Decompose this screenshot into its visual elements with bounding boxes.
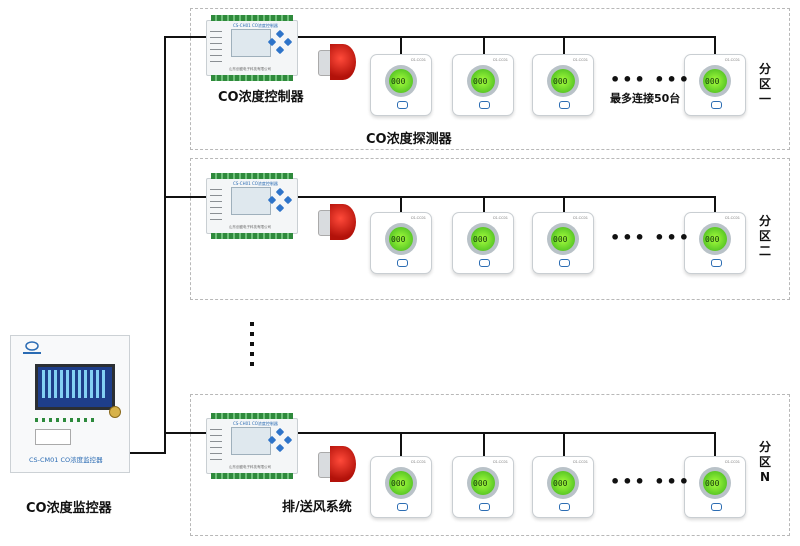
backbone-to-ctrl2 xyxy=(164,196,208,198)
backbone-vertical xyxy=(164,36,166,454)
co-detector: CS-CC01 000 xyxy=(684,212,746,274)
more-detectors-ellipsis: ••• ••• xyxy=(610,228,691,247)
controller-title: CS-CH01 CO浓度控制器 xyxy=(233,421,278,426)
lock-icon xyxy=(109,406,121,418)
alarm-siren-icon xyxy=(318,202,358,242)
backbone-to-ctrl3 xyxy=(164,432,208,434)
zone-1-label: 分区一 xyxy=(758,62,771,106)
zone1-drop xyxy=(400,36,402,54)
monitor-to-backbone xyxy=(130,452,166,454)
co-detector: CS-CC01 000 xyxy=(370,456,432,518)
co-detector: CS-CC01 000 xyxy=(452,456,514,518)
controller-footer: 山东创盛电子科技有限公司 xyxy=(229,67,271,71)
zone1-drop xyxy=(483,36,485,54)
backbone-to-ctrl1 xyxy=(164,36,208,38)
zone2-bus xyxy=(296,196,716,198)
co-detector: CS-CC01 000 xyxy=(532,54,594,116)
zone2-drop xyxy=(483,196,485,212)
zone1-drop xyxy=(714,36,716,54)
co-detector: CS-CC01 000 xyxy=(532,456,594,518)
detector-label: CO浓度探测器 xyxy=(366,132,452,147)
zone2-drop xyxy=(563,196,565,212)
monitor-caption: CS-CM01 CO浓度监控器 xyxy=(29,456,103,464)
zone-n-frame xyxy=(190,394,790,536)
co-detector: CS-CC01 000 xyxy=(684,54,746,116)
zoneN-drop xyxy=(714,432,716,456)
co-detector: CS-CC01 000 xyxy=(370,54,432,116)
controller-title: CS-CH01 CO浓度控制器 xyxy=(233,181,278,186)
printer-slot xyxy=(35,429,71,445)
monitor-label: CO浓度监控器 xyxy=(26,501,112,516)
controller-title: CS-CH01 CO浓度控制器 xyxy=(233,23,278,28)
more-zones-ellipsis xyxy=(250,322,256,372)
more-detectors-ellipsis: ••• ••• xyxy=(610,472,691,491)
co-controller-1: CS-CH01 CO浓度控制器 山东创盛电子科技有限公司 xyxy=(206,15,298,81)
indicator-leds xyxy=(35,418,95,422)
fan-system-label: 排/送风系统 xyxy=(282,500,352,515)
brand-logo-icon xyxy=(23,341,41,354)
zone2-drop xyxy=(714,196,716,212)
alarm-siren-icon xyxy=(318,444,358,484)
co-detector: CS-CC01 000 xyxy=(532,212,594,274)
co-monitor-cabinet: CS-CM01 CO浓度监控器 xyxy=(10,335,130,473)
co-detector: CS-CC01 000 xyxy=(452,212,514,274)
controller-label: CO浓度控制器 xyxy=(218,90,304,105)
zoneN-drop xyxy=(483,432,485,456)
co-detector: CS-CC01 000 xyxy=(452,54,514,116)
zoneN-drop xyxy=(563,432,565,456)
co-detector: CS-CC01 000 xyxy=(370,212,432,274)
controller-footer: 山东创盛电子科技有限公司 xyxy=(229,465,271,469)
zone1-bus xyxy=(296,36,716,38)
zone-2-frame xyxy=(190,158,790,300)
zoneN-bus xyxy=(296,432,716,434)
co-controller-2: CS-CH01 CO浓度控制器 山东创盛电子科技有限公司 xyxy=(206,173,298,239)
controller-footer: 山东创盛电子科技有限公司 xyxy=(229,225,271,229)
more-detectors-ellipsis: ••• ••• xyxy=(610,70,691,89)
max-connect-label: 最多连接50台 xyxy=(610,92,681,105)
zone-1-frame xyxy=(190,8,790,150)
co-controller-n: CS-CH01 CO浓度控制器 山东创盛电子科技有限公司 xyxy=(206,413,298,479)
zone-2-label: 分区二 xyxy=(758,214,771,258)
zone2-drop xyxy=(400,196,402,212)
co-detector: CS-CC01 000 xyxy=(684,456,746,518)
alarm-siren-icon xyxy=(318,42,358,82)
zone1-drop xyxy=(563,36,565,54)
zoneN-drop xyxy=(400,432,402,456)
